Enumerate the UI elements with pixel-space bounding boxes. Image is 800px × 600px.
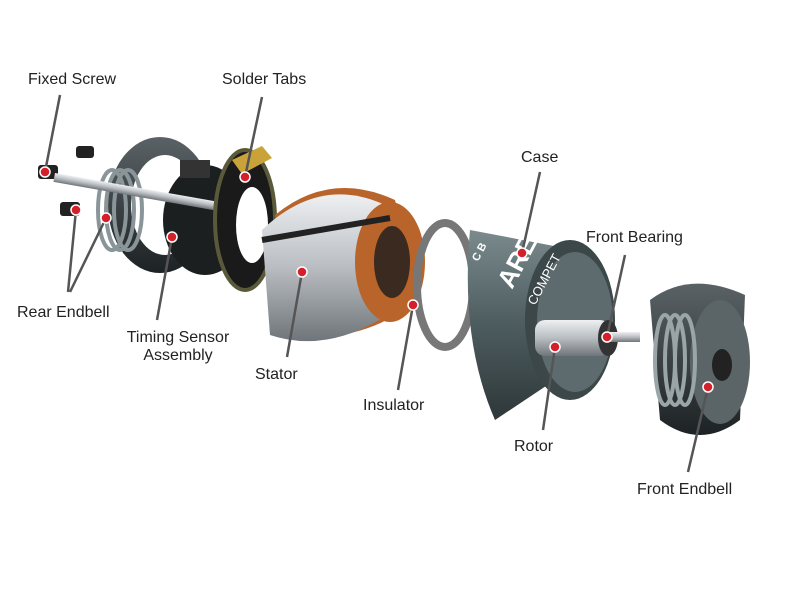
callout-dot-timing-sensor xyxy=(166,231,178,243)
label-fixed-screw: Fixed Screw xyxy=(28,71,117,88)
callout-dot-solder-tabs xyxy=(239,171,251,183)
stator-part xyxy=(261,188,425,342)
label-timing-sensor-assembly: Timing Sensor Assembly xyxy=(116,329,240,365)
label-solder-tabs: Solder Tabs xyxy=(222,71,307,88)
callout-dot-insulator xyxy=(407,299,419,311)
callout-dot-stator xyxy=(296,266,308,278)
label-case: Case xyxy=(521,149,559,166)
leader-lines xyxy=(43,94,710,473)
callout-dot-fixed-screw xyxy=(39,166,51,178)
callout-dot-case xyxy=(516,247,528,259)
label-rotor: Rotor xyxy=(514,438,554,455)
callout-dot-rear-endbell-2 xyxy=(100,212,112,224)
label-timing-sensor-line1: Timing Sensor xyxy=(126,329,230,346)
callout-dot-rotor xyxy=(549,341,561,353)
label-stator: Stator xyxy=(255,366,298,383)
label-insulator: Insulator xyxy=(363,397,425,414)
solder-tabs-part xyxy=(213,146,277,292)
callout-dot-front-endbell xyxy=(702,381,714,393)
callout-dot-rear-endbell-1 xyxy=(70,204,82,216)
label-timing-sensor-line2: Assembly xyxy=(143,347,213,364)
label-rear-endbell: Rear Endbell xyxy=(17,304,110,321)
callout-dot-front-bearing xyxy=(601,331,613,343)
shaft-part xyxy=(53,172,252,217)
insulator-part xyxy=(413,219,477,351)
label-front-endbell: Front Endbell xyxy=(637,481,733,498)
label-front-bearing: Front Bearing xyxy=(586,229,683,246)
front-endbell-part xyxy=(650,283,750,435)
